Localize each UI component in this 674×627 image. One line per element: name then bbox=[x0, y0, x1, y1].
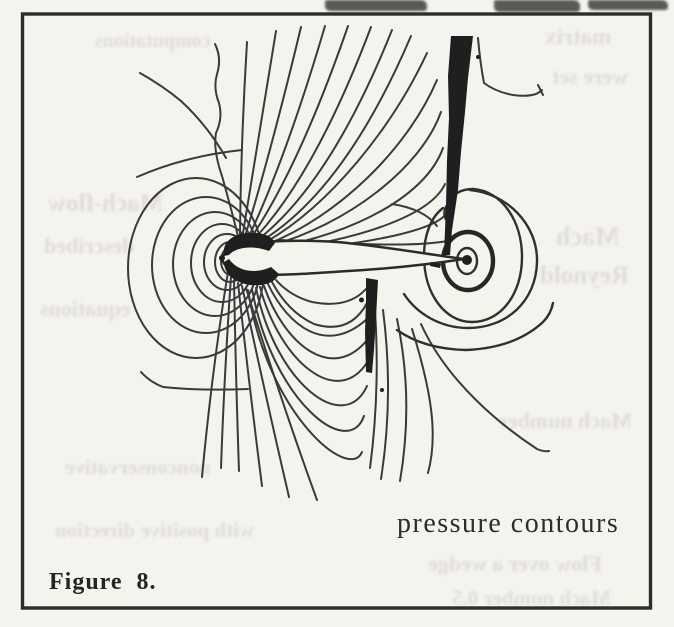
clipped-text-smudge bbox=[588, 0, 668, 10]
contour-line bbox=[411, 328, 434, 474]
contour-line bbox=[537, 84, 544, 96]
contour-line bbox=[140, 371, 249, 391]
contour-line bbox=[380, 388, 384, 392]
contour-line bbox=[251, 288, 365, 432]
contour-line bbox=[365, 278, 378, 373]
contour-line bbox=[233, 279, 240, 472]
plot-label: pressure contours bbox=[397, 508, 620, 539]
contour-line bbox=[275, 279, 367, 305]
contour-line bbox=[136, 149, 243, 178]
lower-contour-fan bbox=[201, 271, 369, 501]
contour-line bbox=[269, 111, 442, 247]
contour-line bbox=[444, 36, 473, 255]
contour-line bbox=[259, 286, 369, 382]
upper-contour-fan bbox=[214, 25, 448, 252]
contour-line bbox=[359, 297, 364, 303]
contour-line bbox=[219, 255, 225, 261]
contour-line bbox=[237, 282, 263, 487]
contour-line bbox=[201, 271, 229, 478]
contour-line bbox=[245, 26, 302, 234]
contour-line bbox=[242, 30, 277, 234]
contour-line bbox=[391, 203, 438, 227]
contour-line bbox=[241, 285, 290, 498]
contour-line bbox=[263, 285, 369, 360]
contour-line bbox=[267, 79, 438, 245]
contour-line bbox=[265, 52, 428, 243]
contour-line bbox=[262, 35, 412, 241]
trailing-edge-ring-bold bbox=[440, 229, 496, 293]
contour-line bbox=[477, 37, 543, 97]
contour-line bbox=[267, 283, 368, 337]
contour-line bbox=[380, 309, 390, 480]
contour-line bbox=[214, 43, 239, 237]
contour-line bbox=[256, 26, 372, 237]
contour-line bbox=[420, 323, 550, 453]
contour-line bbox=[455, 246, 479, 276]
contour-line bbox=[245, 287, 318, 501]
contour-line bbox=[220, 275, 232, 469]
contour-line bbox=[462, 255, 472, 265]
contour-line bbox=[139, 72, 227, 159]
contour-line bbox=[396, 318, 408, 482]
shock-bands-and-blobs bbox=[219, 36, 480, 392]
contour-line bbox=[239, 41, 248, 235]
contour-line bbox=[440, 229, 496, 293]
contour-line bbox=[247, 289, 363, 461]
clipped-text-smudge bbox=[494, 0, 580, 12]
contour-line bbox=[223, 232, 275, 256]
contour-line bbox=[402, 188, 539, 330]
contour-line bbox=[430, 262, 441, 268]
clipped-text-smudge bbox=[325, 0, 427, 11]
contour-line bbox=[252, 25, 349, 236]
contour-line bbox=[476, 55, 480, 59]
contour-line bbox=[259, 29, 393, 239]
contour-line bbox=[255, 287, 368, 407]
figure-caption: Figure 8. bbox=[49, 569, 157, 595]
contour-line bbox=[395, 301, 555, 352]
contour-line bbox=[224, 259, 279, 286]
contour-line bbox=[271, 281, 368, 328]
figure-frame bbox=[20, 12, 653, 610]
contour-line bbox=[249, 25, 326, 235]
